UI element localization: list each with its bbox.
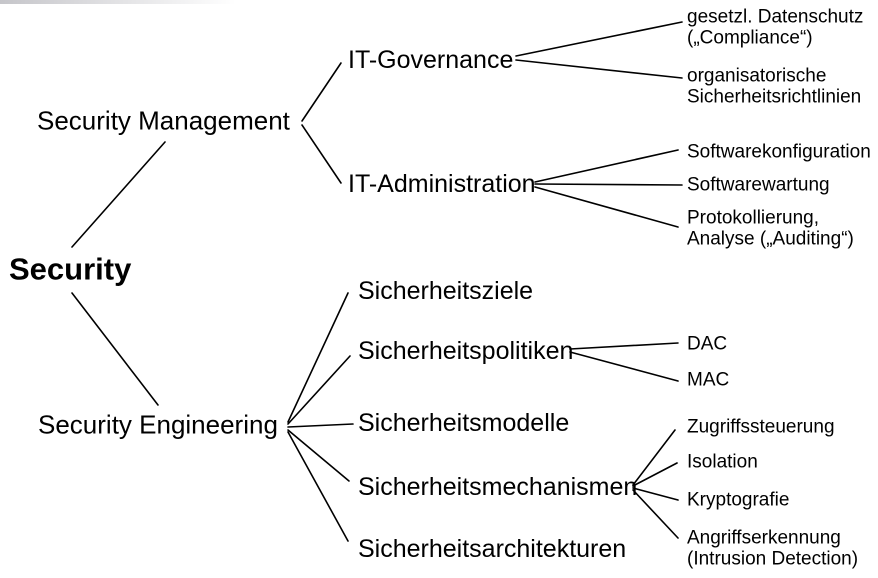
edge-engineering-mechanismen: [287, 429, 350, 482]
edge-politiken-dac: [569, 342, 679, 350]
edge-security-engineering: [71, 292, 159, 406]
node-gesetzl-datenschutz: gesetzl. Datenschutz („Compliance“): [687, 6, 864, 49]
node-sicherheitsmechanismen: Sicherheitsmechanismen: [358, 472, 638, 501]
node-kryptografie: Kryptografie: [687, 489, 790, 511]
node-it-governance: IT-Governance: [348, 45, 514, 74]
edge-management-administration: [301, 124, 342, 184]
node-zugriffssteuerung: Zugriffssteuerung: [687, 416, 835, 438]
edge-engineering-politiken: [287, 355, 351, 425]
edge-mechanismen-zugriffssteuerung: [632, 429, 676, 486]
edge-mechanismen-angriffserkennung: [632, 489, 679, 539]
node-isolation: Isolation: [687, 451, 758, 473]
node-security-management: Security Management: [37, 105, 290, 136]
node-mac: MAC: [687, 369, 730, 391]
edge-engineering-architekturen: [287, 431, 349, 542]
node-sicherheitsarchitekturen: Sicherheitsarchitekturen: [358, 534, 627, 563]
node-softwarekonfiguration: Softwarekonfiguration: [687, 141, 871, 163]
edge-mechanismen-isolation: [632, 462, 678, 487]
node-sicherheitsmodelle: Sicherheitsmodelle: [358, 408, 570, 437]
edge-mechanismen-kryptografie: [632, 487, 679, 501]
edge-administration-softwarewartung: [534, 183, 683, 186]
node-protokollierung-auditing: Protokollierung, Analyse („Auditing“): [687, 207, 854, 250]
node-it-administration: IT-Administration: [348, 169, 536, 198]
node-dac: DAC: [687, 333, 728, 355]
edge-administration-protokollierung: [534, 186, 679, 228]
edge-politiken-mac: [569, 351, 679, 382]
edge-administration-softwarekonfiguration: [534, 149, 679, 183]
node-security: Security: [9, 251, 132, 287]
node-sicherheitspolitiken: Sicherheitspolitiken: [358, 336, 574, 365]
node-angriffserkennung: Angriffserkennung (Intrusion Detection): [687, 527, 859, 570]
node-sicherheitsziele: Sicherheitsziele: [358, 276, 534, 305]
edge-engineering-modelle: [287, 423, 354, 428]
edge-governance-richtlinien: [515, 59, 683, 79]
node-organisatorische-richtlinien: organisatorische Sicherheitsrichtlinien: [687, 65, 862, 108]
edge-security-management: [71, 141, 166, 248]
edge-governance-datenschutz: [515, 21, 683, 57]
edge-engineering-ziele: [287, 292, 349, 423]
node-softwarewartung: Softwarewartung: [687, 174, 830, 196]
node-security-engineering: Security Engineering: [38, 409, 278, 440]
edge-management-governance: [301, 62, 342, 122]
